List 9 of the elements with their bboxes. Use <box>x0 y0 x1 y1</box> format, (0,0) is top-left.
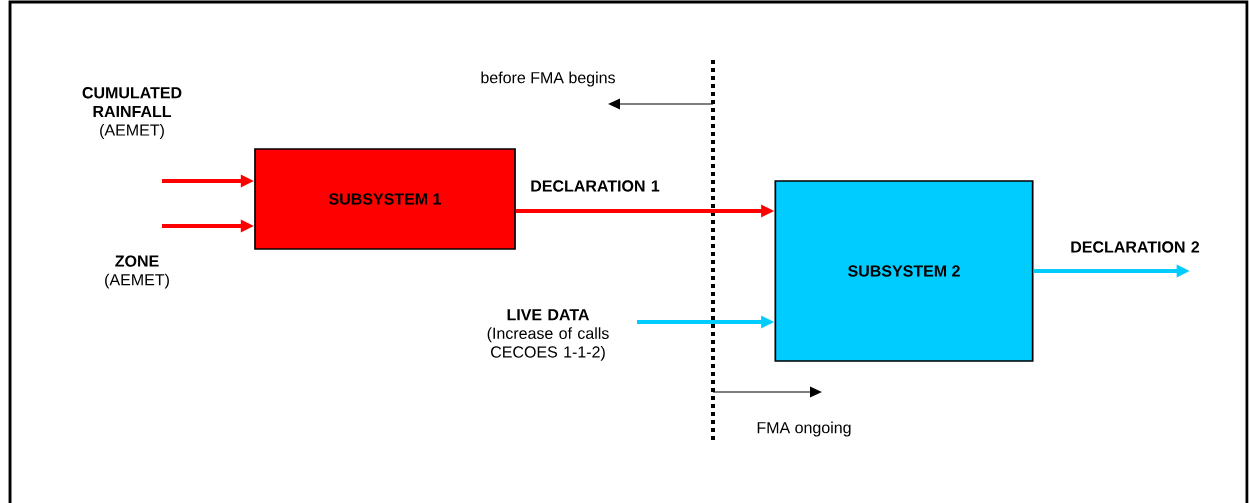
edge-label: ZONE (AEMET) <box>105 255 169 289</box>
subsystem-box: SUBSYSTEM 2 <box>774 180 1034 362</box>
edge-label: DECLARATION 1 <box>531 180 660 192</box>
edge-label: DECLARATION 2 <box>1071 241 1200 253</box>
edge-label: CUMULATED RAINFALL (AEMET) <box>82 87 182 139</box>
note-label: before FMA begins <box>481 71 615 87</box>
subsystem-box: SUBSYSTEM 1 <box>254 148 516 250</box>
note-label: FMA ongoing <box>757 421 851 437</box>
edge-label: LIVE DATA (Increase of calls CECOES 1-1-2) <box>487 309 609 361</box>
